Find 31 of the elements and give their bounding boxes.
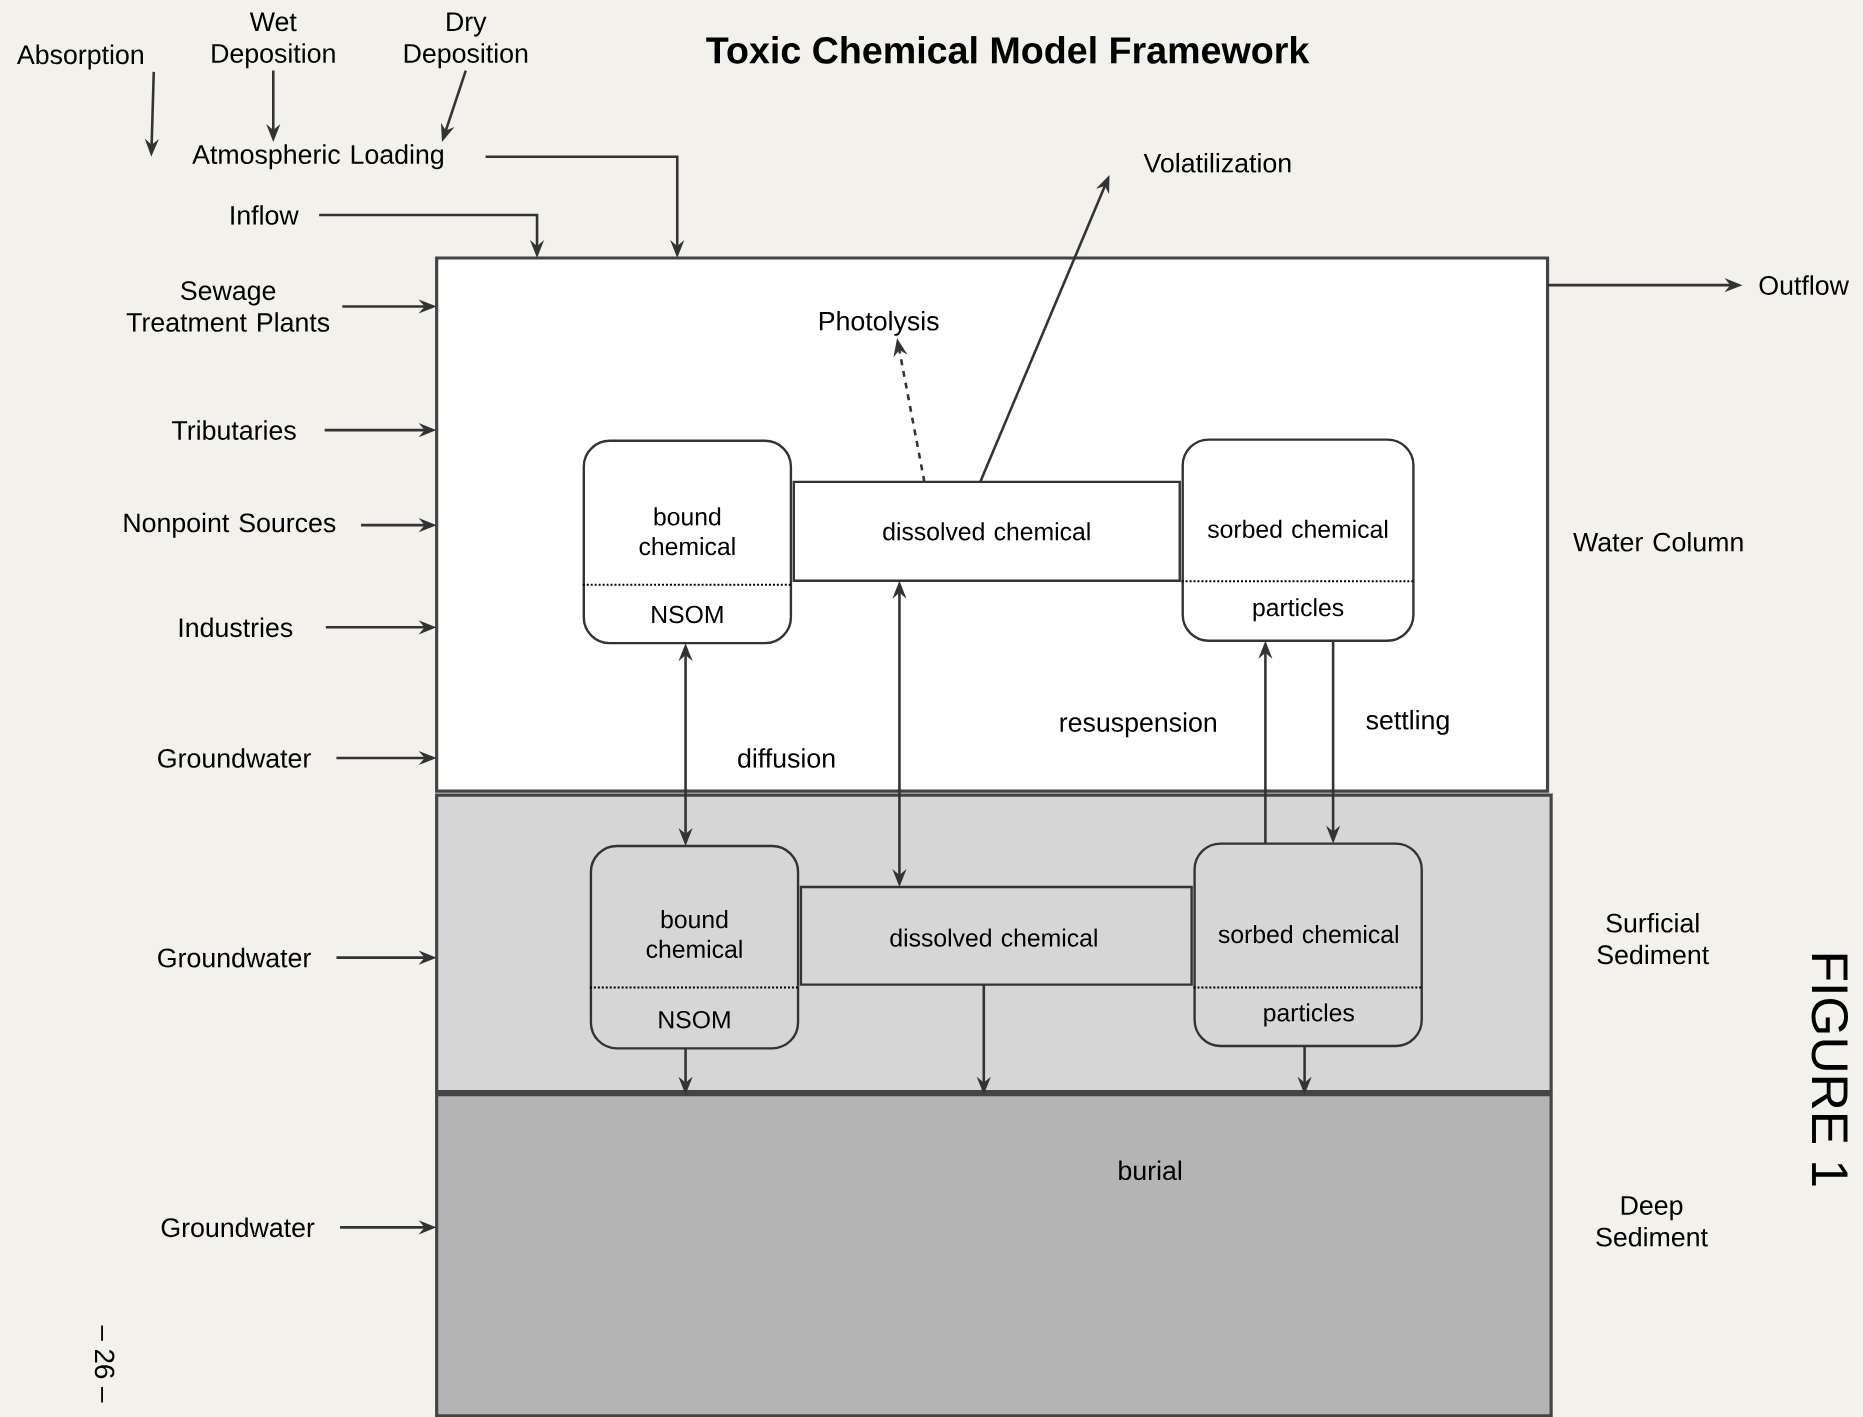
node-label: Deep Sediment	[1596, 1196, 1708, 1247]
process-label: Sewage Treatment Plants	[126, 281, 330, 332]
process-label: Atmospheric Loading	[192, 144, 443, 170]
process-label: Wet Deposition	[212, 12, 335, 68]
edge-label: settling	[1366, 709, 1449, 735]
node-label: Surficial Sediment	[1597, 912, 1709, 965]
process-label: Industries	[179, 617, 293, 637]
process-label: Volatilization	[1143, 152, 1291, 173]
node-label: Water Column	[1573, 531, 1743, 552]
process-label: burial	[1119, 1160, 1182, 1180]
process-label: Groundwater	[161, 1217, 315, 1237]
process-label: Groundwater	[158, 947, 311, 968]
process-label: Absorption	[16, 44, 143, 70]
process-label: Tributaries	[172, 420, 296, 440]
figure-label: FIGURE 1	[1811, 954, 1848, 1186]
process-label: Photolysis	[819, 310, 939, 336]
process-label: Groundwater	[158, 748, 311, 768]
process-label: Inflow	[231, 205, 299, 225]
compartment-box: sorbed chemical particles	[1192, 842, 1424, 1047]
page-number: – 26 –	[94, 1325, 115, 1403]
process-label: Nonpoint Sources	[124, 512, 336, 538]
process-label: Outflow	[1759, 275, 1849, 295]
compartment-box: dissolved chemical	[792, 480, 1181, 582]
process-label: Dry Deposition	[404, 12, 528, 68]
compartment-box: dissolved chemical	[799, 885, 1193, 986]
title: Toxic Chemical Model Framework	[706, 35, 1310, 64]
compartment-box: sorbed chemical particles	[1180, 438, 1416, 642]
edge-label: resuspension	[1060, 712, 1216, 737]
compartment-box: bound chemical NSOM	[588, 844, 801, 1050]
edge-label: diffusion	[738, 748, 835, 768]
compartment-box: bound chemical NSOM	[581, 439, 793, 645]
